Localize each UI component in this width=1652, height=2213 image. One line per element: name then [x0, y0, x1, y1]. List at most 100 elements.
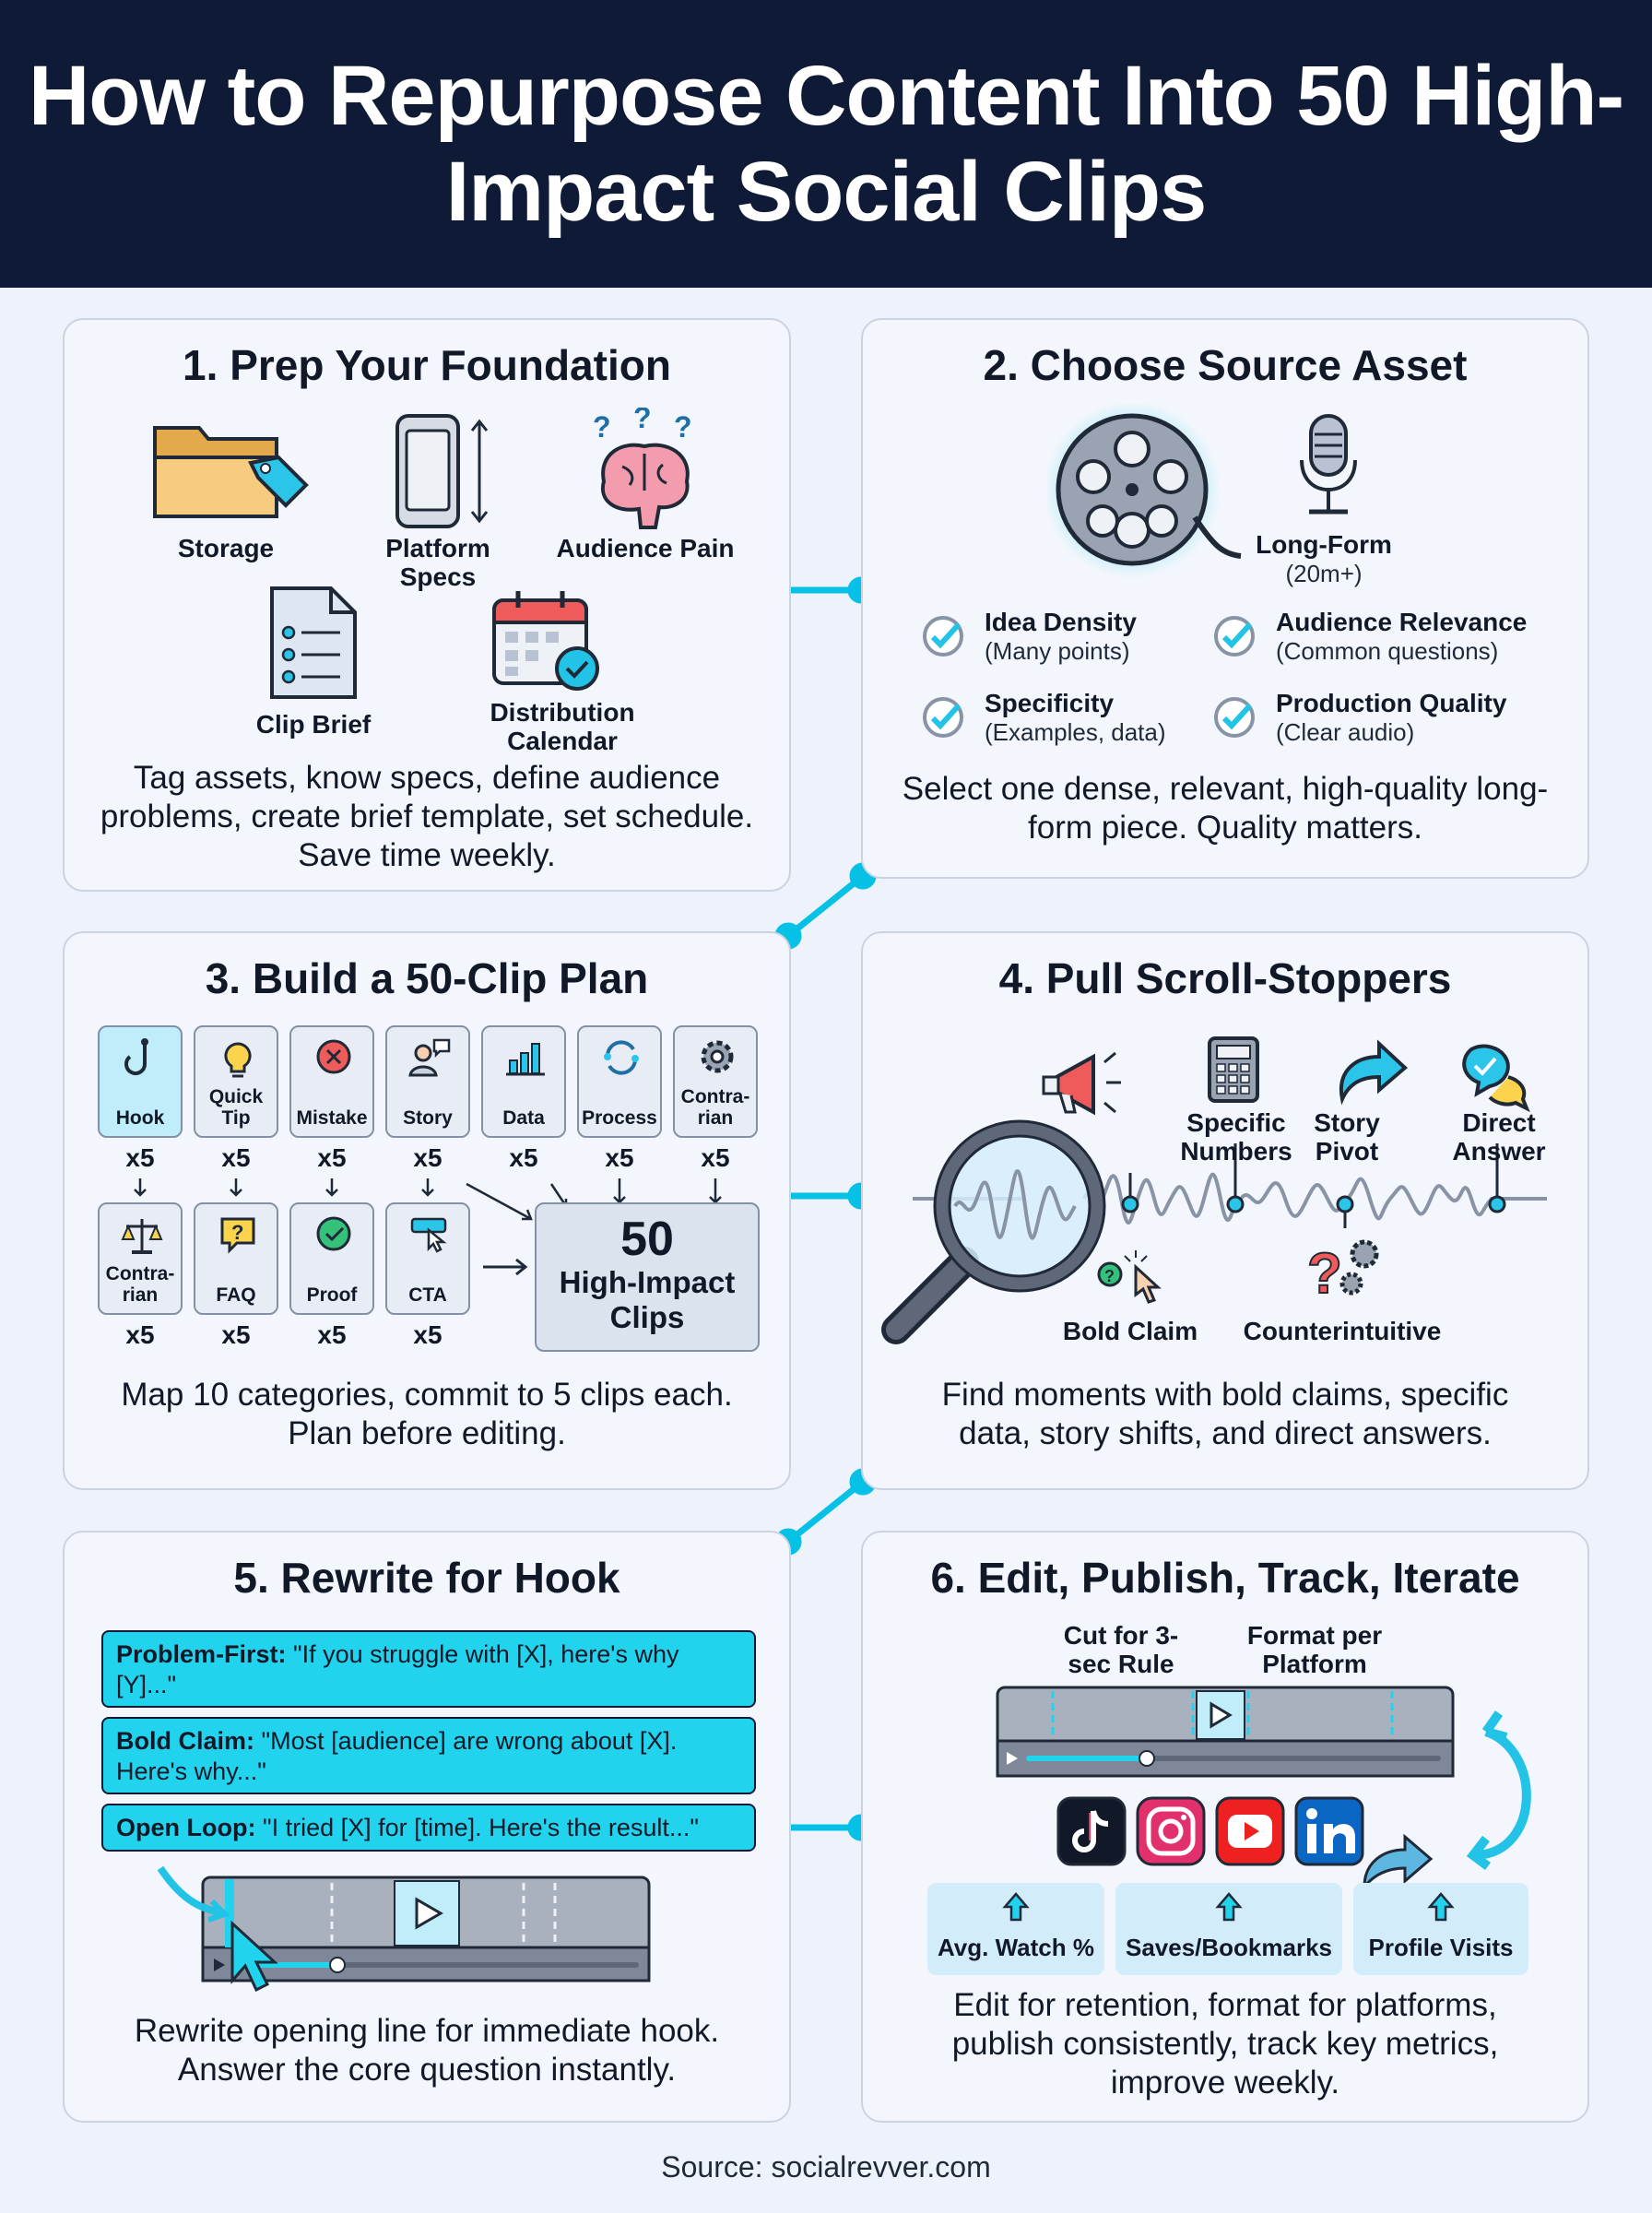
- step1-title: 1. Prep Your Foundation: [183, 341, 671, 389]
- category-story: Story: [385, 1025, 470, 1138]
- person-speech-icon: [408, 1038, 451, 1077]
- x-circle-icon: [316, 1039, 351, 1074]
- step6-panel: 6. Edit, Publish, Track, Iterate Cut for…: [861, 1531, 1589, 2123]
- x5-label: x5: [317, 1320, 347, 1349]
- step5-description: Rewrite opening line for immediate hook.…: [134, 2013, 720, 2088]
- marker-counterintuitive: Counterintuitive: [1243, 1317, 1442, 1345]
- x5-label: x5: [413, 1320, 442, 1349]
- step6-title: 6. Edit, Publish, Track, Iterate: [930, 1554, 1520, 1602]
- step2-panel: 2. Choose Source Asset Long-Form (20m+) …: [861, 318, 1589, 879]
- cycle-icon: [604, 1040, 639, 1075]
- check-icon: [923, 616, 963, 657]
- criteria-sub: (Common questions): [1276, 637, 1499, 665]
- category-faq: ? FAQ: [194, 1202, 278, 1315]
- cursor-click-icon: [410, 1217, 447, 1253]
- category-mistake: Mistake: [289, 1025, 374, 1138]
- question-pointer-icon: ?: [1097, 1250, 1162, 1304]
- step3-panel: 3. Build a 50-Clip Plan Hook Quick Tip M…: [63, 931, 791, 1490]
- megaphone-icon: [1042, 1051, 1121, 1116]
- waveform-scene: ? ?: [881, 1036, 1547, 1344]
- magnifier-icon: [881, 1119, 1106, 1344]
- question-gears-icon: ?: [1306, 1239, 1379, 1307]
- step5-panel: 5. Rewrite for Hook Problem-First: "If y…: [63, 1531, 791, 2123]
- film-reel-icon: [1047, 403, 1242, 578]
- step2-asset-sub: (20m+): [1285, 560, 1363, 587]
- phone-icon: [395, 414, 489, 528]
- criteria-label: Idea Density: [985, 608, 1137, 636]
- criteria-label: Audience Relevance: [1276, 608, 1528, 636]
- x5-label: x5: [509, 1143, 538, 1172]
- step2-description: Select one dense, relevant, high-quality…: [902, 771, 1549, 846]
- x5-label: x5: [221, 1143, 251, 1172]
- x5-label: x5: [125, 1143, 155, 1172]
- page-title: How to Repurpose Content Into 50 High-Im…: [28, 49, 1624, 239]
- x5-label: x5: [605, 1143, 634, 1172]
- svg-text:?: ?: [593, 410, 611, 444]
- check-icon: [1214, 697, 1255, 738]
- platform-icons: [1056, 1796, 1364, 1866]
- hook-text: "Most [audience] are wrong about [X]. He…: [116, 1727, 678, 1785]
- category-process: Process: [577, 1025, 662, 1138]
- criteria-sub: (Examples, data): [985, 718, 1166, 746]
- hook-template: Open Loop: "I tried [X] for [time]. Here…: [101, 1804, 756, 1852]
- x5-label: x5: [701, 1143, 730, 1172]
- microphone-icon: [1300, 414, 1357, 515]
- metric-saves: Saves/Bookmarks: [1115, 1883, 1342, 1975]
- document-list-icon: [270, 586, 357, 699]
- hook-label: Bold Claim:: [116, 1727, 255, 1755]
- tiktok-icon: [1056, 1796, 1127, 1866]
- svg-text:?: ?: [231, 1221, 243, 1244]
- criteria-label: Production Quality: [1276, 689, 1507, 717]
- hook-label: Problem-First:: [116, 1640, 287, 1668]
- step6-description: Edit for retention, format for platforms…: [951, 1987, 1499, 2101]
- criteria-label: Specificity: [985, 689, 1115, 717]
- timeline-label-format: Format per Platform: [1246, 1621, 1383, 1678]
- x5-label: x5: [413, 1143, 442, 1172]
- category-hook: Hook: [98, 1025, 183, 1138]
- hook-label: Open Loop:: [116, 1814, 256, 1841]
- marker-bold-claim: Bold Claim: [1062, 1317, 1198, 1345]
- source-credit: Source: socialrevver.com: [661, 2150, 991, 2183]
- step4-description: Find moments with bold claims, specific …: [941, 1377, 1509, 1451]
- arrow-up-icon: [1427, 1892, 1455, 1922]
- timeline-bar[interactable]: [996, 1686, 1455, 1778]
- pivot-arrow-icon: [1339, 1039, 1409, 1106]
- result-box: 50 High-Impact Clips: [535, 1202, 760, 1352]
- category-data: Data: [481, 1025, 566, 1138]
- category-contrarian: Contra-rian: [673, 1025, 758, 1138]
- step2-asset-label: Long-Form: [1256, 530, 1392, 559]
- category-cta: CTA: [385, 1202, 470, 1315]
- result-text: High-Impact Clips: [559, 1265, 736, 1334]
- x5-label: x5: [317, 1143, 347, 1172]
- metric-avg-watch: Avg. Watch %: [927, 1883, 1104, 1975]
- instagram-icon: [1136, 1796, 1206, 1866]
- step1-panel: 1. Prep Your Foundation Storage Platform…: [63, 318, 791, 892]
- category-contrarian-2: Contra-rian: [98, 1202, 183, 1315]
- svg-text:?: ?: [1104, 1267, 1115, 1285]
- video-editor-icon[interactable]: [157, 1864, 728, 2003]
- step1-platform-specs-label: Platform Specs: [385, 534, 490, 591]
- step3-description: Map 10 categories, commit to 5 clips eac…: [121, 1377, 733, 1451]
- step1-audience-pain-label: Audience Pain: [556, 534, 735, 562]
- criteria-sub: (Many points): [985, 637, 1130, 665]
- hook-icon: [124, 1038, 148, 1075]
- result-number: 50: [620, 1213, 674, 1266]
- brain-icon: ? ? ?: [593, 408, 692, 529]
- header: How to Repurpose Content Into 50 High-Im…: [0, 0, 1652, 288]
- linkedin-icon: [1294, 1796, 1364, 1866]
- arrow-up-icon: [1215, 1892, 1243, 1922]
- check-icon: [923, 697, 963, 738]
- hook-text: "If you struggle with [X], here's why [Y…: [116, 1640, 679, 1698]
- hook-text: "I tried [X] for [time]. Here's the resu…: [262, 1814, 699, 1841]
- hook-template: Bold Claim: "Most [audience] are wrong a…: [101, 1717, 756, 1794]
- marker-specific-numbers: Specific Numbers: [1180, 1108, 1292, 1166]
- svg-text:?: ?: [633, 408, 652, 434]
- check-icon: [1214, 616, 1255, 657]
- svg-text:?: ?: [674, 410, 692, 444]
- svg-text:?: ?: [1307, 1242, 1342, 1306]
- youtube-icon: [1215, 1796, 1285, 1866]
- criteria-sub: (Clear audio): [1276, 718, 1415, 746]
- step3-title: 3. Build a 50-Clip Plan: [205, 954, 649, 1002]
- lightbulb-icon: [224, 1042, 252, 1078]
- bar-chart-icon: [506, 1043, 545, 1076]
